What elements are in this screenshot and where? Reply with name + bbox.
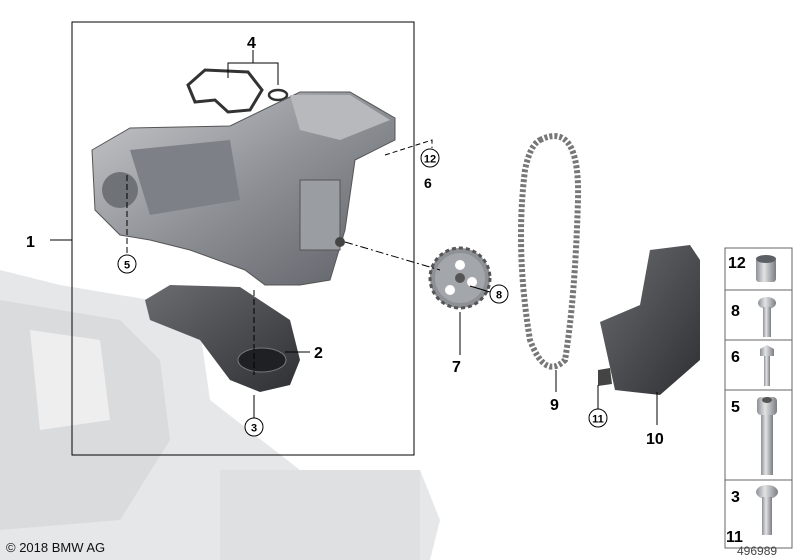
svg-text:8: 8: [496, 290, 502, 302]
callout-2: 2: [314, 345, 323, 362]
circled-callout-8: 8: [489, 284, 509, 304]
svg-text:5: 5: [124, 260, 130, 272]
callout-10: 10: [646, 431, 664, 448]
copyright-text: © 2018 BMW AG: [6, 540, 106, 555]
circled-callout-11: 11: [588, 408, 608, 428]
callout-6: 6: [424, 175, 432, 191]
svg-text:3: 3: [731, 489, 740, 506]
callout-1: 1: [26, 234, 35, 251]
svg-text:11: 11: [592, 414, 604, 426]
svg-text:6: 6: [731, 349, 740, 366]
leader-lines: [50, 50, 658, 425]
callout-4: 4: [247, 35, 256, 52]
legend-row-12: 12: [728, 255, 776, 282]
oil-pump-assembly: [91, 91, 396, 286]
circled-callout-3: 3: [244, 417, 264, 437]
callout-7: 7: [452, 359, 461, 376]
sprocket-part-7: [428, 246, 492, 310]
svg-text:12: 12: [424, 154, 436, 166]
image-number: 496989: [737, 544, 778, 558]
circled-callout-12: 12: [420, 148, 440, 168]
legend-row-5: 5: [731, 397, 777, 475]
svg-text:11: 11: [726, 529, 743, 546]
svg-text:12: 12: [728, 255, 746, 272]
legend-row-3-11: 3 11: [726, 485, 778, 546]
chain-guide-part-10: [598, 245, 700, 395]
circled-callout-5: 5: [117, 254, 137, 274]
timing-chain-part-9: [518, 133, 582, 370]
gasket-part-4: [186, 68, 289, 114]
svg-text:8: 8: [731, 303, 740, 320]
legend-row-6: 6: [731, 345, 774, 386]
assembly-frame: [71, 21, 415, 456]
svg-text:5: 5: [731, 399, 740, 416]
legend-row-8: 8: [731, 297, 776, 337]
engine-block-background: [0, 270, 440, 560]
svg-text:3: 3: [251, 423, 257, 435]
hardware-legend: 12 8 6 5 3 11: [724, 247, 793, 549]
callout-9: 9: [550, 397, 559, 414]
oil-pickup-part-2: [145, 285, 300, 392]
